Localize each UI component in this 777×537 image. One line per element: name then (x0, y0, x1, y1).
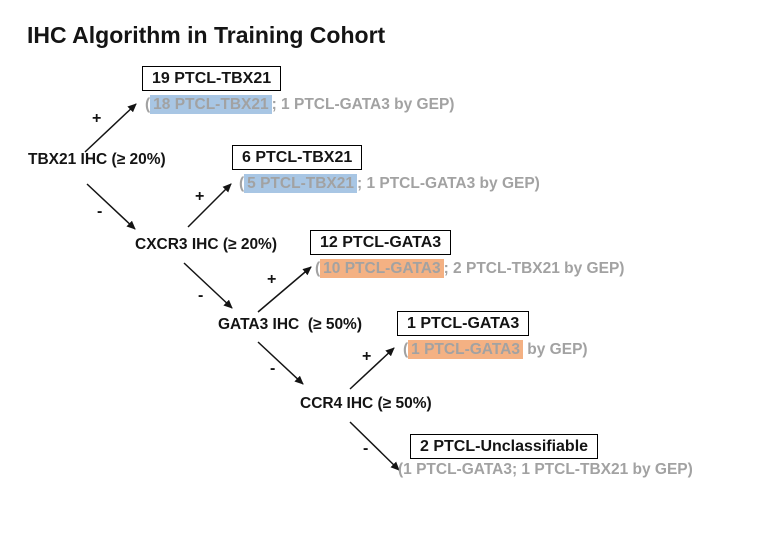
annotation-highlight: 18 PTCL-TBX21 (150, 95, 272, 114)
annotation-suffix: ; 1 PTCL-GATA3 by GEP) (356, 175, 540, 192)
annotation-highlight: 5 PTCL-TBX21 (244, 174, 357, 193)
annotation-suffix: by GEP) (522, 341, 588, 358)
annotation-prefix: ( (403, 341, 409, 358)
arrow-ccr4-negative (349, 421, 400, 471)
node-ccr4-ihc: CCR4 IHC (≥ 50%) (300, 395, 432, 412)
annotation-6-ptcl-tbx21: (5 PTCL-TBX21; 1 PTCL-GATA3 by GEP) (239, 174, 540, 193)
annotation-19-ptcl-tbx21: (18 PTCL-TBX21; 1 PTCL-GATA3 by GEP) (145, 95, 455, 114)
annotation-prefix: (1 PTCL-GATA3; 1 PTCL-TBX21 by GEP) (398, 461, 693, 478)
outcome-box-1-ptcl-gata3: 1 PTCL-GATA3 (397, 311, 530, 336)
arrow-gata3-negative (257, 341, 304, 385)
annotation-suffix: ; 1 PTCL-GATA3 by GEP) (271, 96, 455, 113)
arrow-ccr4-positive (349, 347, 395, 390)
edge-sign-tbx21-plus: + (92, 110, 102, 127)
node-gata3-ihc: GATA3 IHC (≥ 50%) (218, 316, 363, 333)
arrow-tbx21-negative (86, 183, 136, 230)
annotation-prefix: ( (239, 175, 245, 192)
annotation-suffix: ; 2 PTCL-TBX21 by GEP) (443, 260, 625, 277)
node-cxcr3-ihc: CXCR3 IHC (≥ 20%) (135, 236, 278, 253)
annotation-prefix: ( (315, 260, 321, 277)
edge-sign-gata3-plus: + (267, 271, 277, 288)
outcome-box-19-ptcl-tbx21: 19 PTCL-TBX21 (142, 66, 282, 91)
edge-sign-tbx21-minus: - (97, 203, 103, 220)
arrow-cxcr3-negative (183, 262, 233, 309)
arrow-gata3-positive (257, 266, 312, 313)
annotation-2-ptcl-unclassifiable: (1 PTCL-GATA3; 1 PTCL-TBX21 by GEP) (398, 461, 699, 479)
edge-sign-ccr4-minus: - (363, 440, 369, 457)
edge-sign-cxcr3-plus: + (195, 188, 205, 205)
annotation-highlight: 10 PTCL-GATA3 (320, 259, 444, 278)
annotation-highlight (693, 460, 699, 479)
edge-sign-ccr4-plus: + (362, 348, 372, 365)
node-tbx21-ihc: TBX21 IHC (≥ 20%) (28, 151, 166, 168)
annotation-prefix: ( (145, 96, 151, 113)
annotation-1-ptcl-gata3: (1 PTCL-GATA3 by GEP) (403, 340, 588, 359)
annotation-12-ptcl-gata3: (10 PTCL-GATA3; 2 PTCL-TBX21 by GEP) (315, 259, 625, 278)
outcome-box-2-ptcl-unclassifiable: 2 PTCL-Unclassifiable (410, 434, 599, 459)
page-title: IHC Algorithm in Training Cohort (27, 22, 386, 48)
edge-sign-cxcr3-minus: - (198, 287, 204, 304)
outcome-box-6-ptcl-tbx21: 6 PTCL-TBX21 (232, 145, 363, 170)
outcome-box-12-ptcl-gata3: 12 PTCL-GATA3 (310, 230, 452, 255)
edge-sign-gata3-minus: - (270, 360, 276, 377)
annotation-highlight: 1 PTCL-GATA3 (408, 340, 523, 359)
